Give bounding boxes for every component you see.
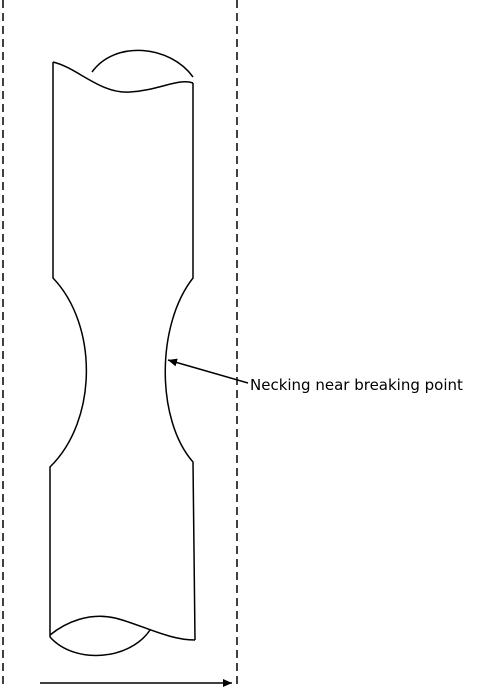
necking-label: Necking near breaking point [250, 376, 463, 394]
necking-pointer-arrow [167, 358, 249, 384]
specimen-left-edge [49, 62, 88, 637]
bottom-wavy-break [49, 615, 196, 641]
bottom-cross-section-arc [49, 629, 151, 657]
specimen-right-edge [164, 83, 196, 641]
top-wavy-break [52, 61, 194, 93]
top-cross-section-arc [91, 49, 194, 78]
